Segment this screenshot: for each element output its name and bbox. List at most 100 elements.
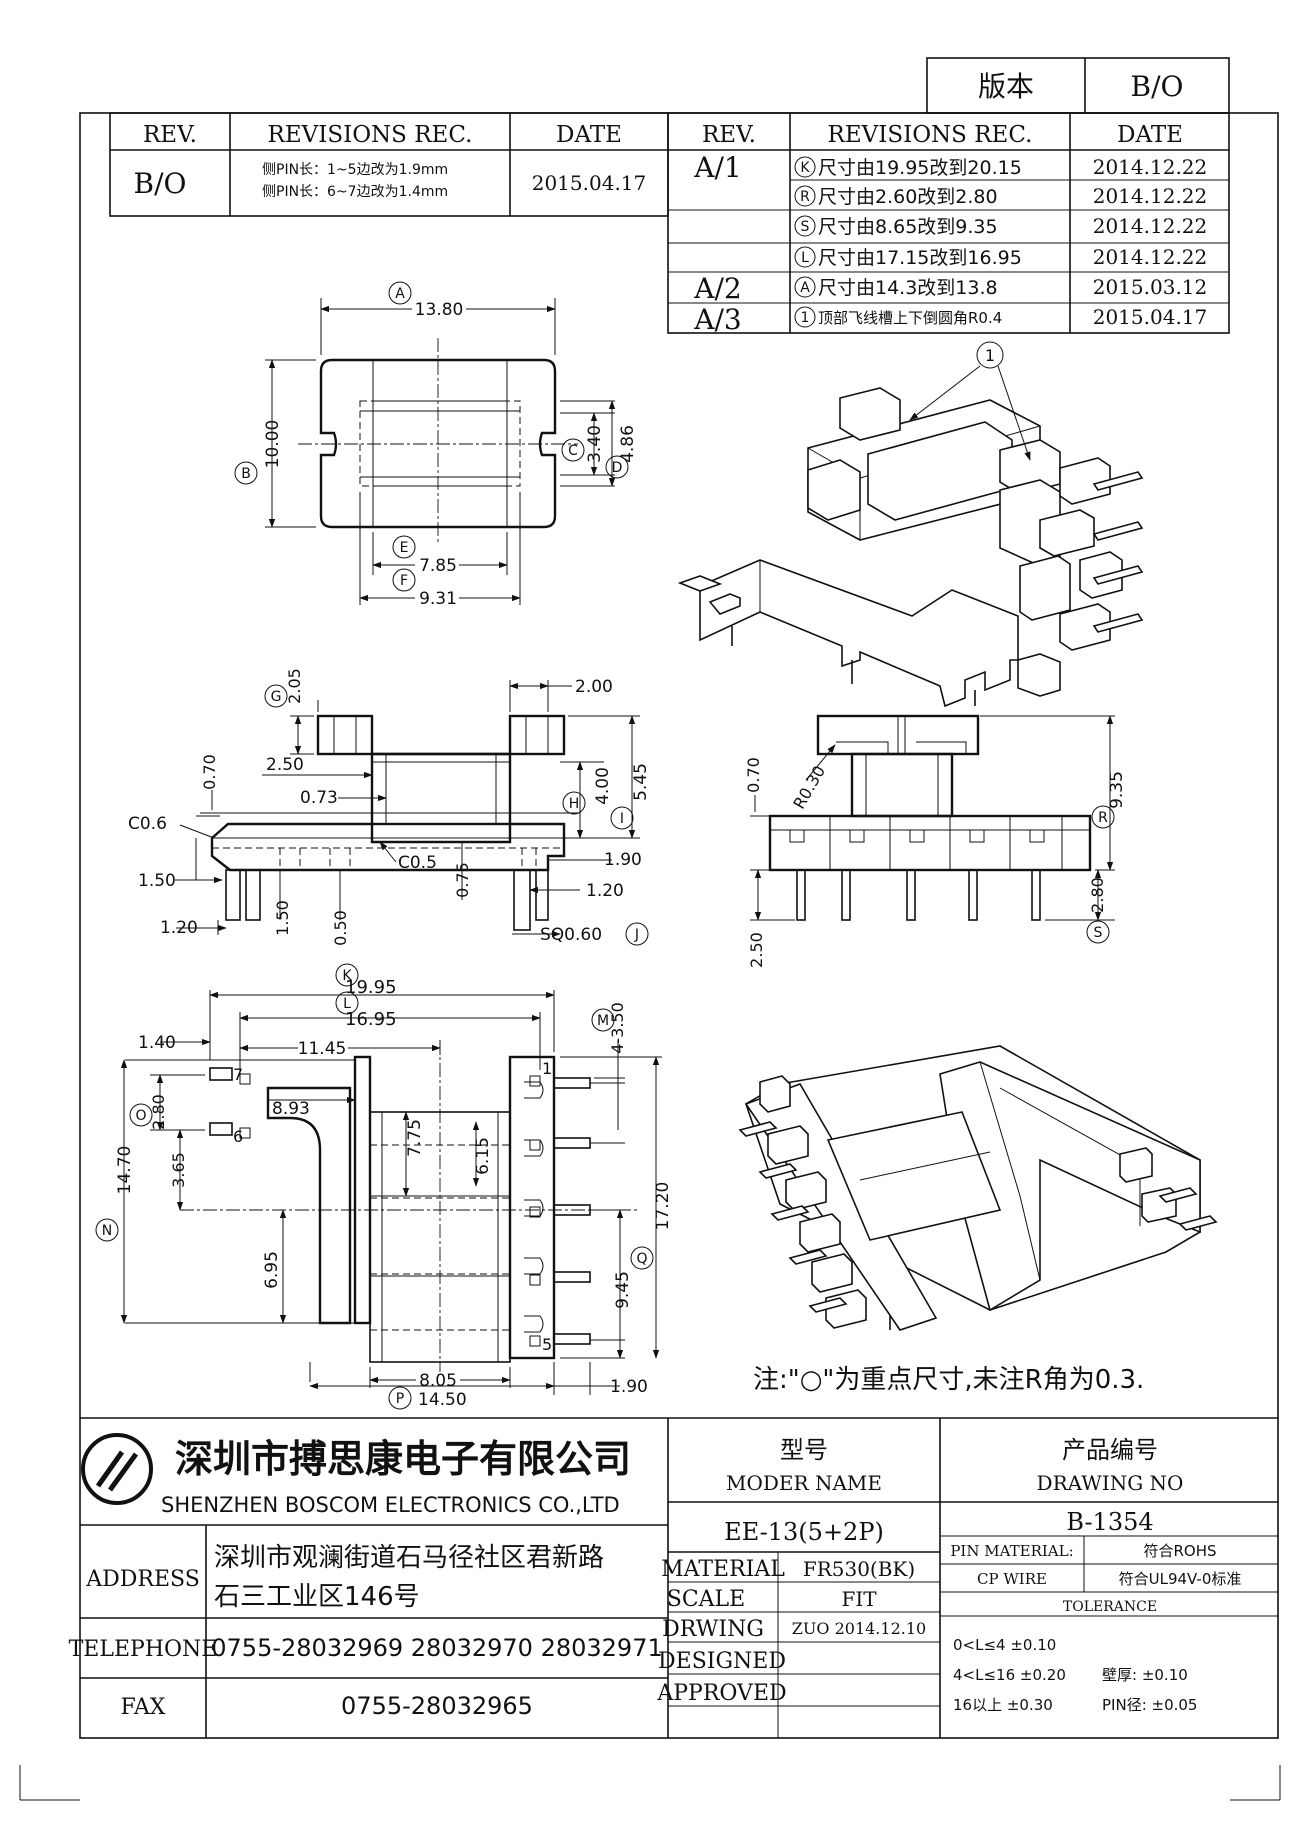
dim-2-80-front: 2.80 bbox=[1088, 877, 1107, 913]
dim-14-50: 14.50 bbox=[418, 1390, 467, 1410]
version-value: B/O bbox=[1131, 70, 1184, 103]
marker-n: N bbox=[102, 1223, 112, 1239]
rev-rec-r: 尺寸由2.60改到2.80 bbox=[818, 186, 998, 208]
designed-label: DESIGNED bbox=[658, 1649, 786, 1674]
dim-1-20-left: 1.20 bbox=[160, 918, 198, 938]
marker-c: C bbox=[568, 443, 578, 459]
dim-0-75: 0.75 bbox=[453, 862, 472, 898]
drawing-no-value: B-1354 bbox=[1066, 1508, 1153, 1536]
left-rev-header-rec: REVISIONS REC. bbox=[268, 122, 473, 148]
dim-19-95: 19.95 bbox=[345, 977, 397, 998]
rev-marker-l: L bbox=[801, 250, 809, 266]
right-rev-row-6: 1 顶部飞线槽上下倒圆角R0.4 2015.04.17 bbox=[794, 305, 1208, 329]
dim-1-50: 1.50 bbox=[138, 871, 176, 891]
isometric-view-top bbox=[677, 387, 1144, 708]
dim-6-95: 6.95 bbox=[262, 1251, 282, 1289]
dim-10-00: 10.00 bbox=[263, 420, 283, 469]
rev-rec-a: 尺寸由14.3改到13.8 bbox=[818, 277, 998, 299]
company-name-cn: 深圳市搏思康电子有限公司 bbox=[175, 1437, 631, 1481]
dim-3-65: 3.65 bbox=[169, 1152, 188, 1188]
cp-wire-value: 符合UL94V-0标准 bbox=[1119, 1570, 1242, 1588]
front-view: 0.70 R0.30 9.35 R 2.80 S 2.50 bbox=[744, 714, 1127, 968]
marker-e: E bbox=[400, 540, 409, 556]
left-rev-row-rec1: 侧PIN长：1~5边改为1.9mm bbox=[262, 162, 448, 178]
dim-1-20-right: 1.20 bbox=[586, 881, 624, 901]
drawing-label-en: DRAWING NO bbox=[1037, 1471, 1184, 1495]
rev-marker-k: K bbox=[800, 160, 810, 176]
address-line-2: 石三工业区146号 bbox=[214, 1582, 420, 1612]
right-rev-row-4: L 尺寸由17.15改到16.95 2014.12.22 bbox=[794, 245, 1208, 269]
marker-q: Q bbox=[636, 1251, 647, 1267]
sheet-frame bbox=[19, 112, 1281, 1801]
dim-1-40: 1.40 bbox=[138, 1033, 176, 1053]
dim-16-95: 16.95 bbox=[345, 1009, 397, 1030]
dim-11-45: 11.45 bbox=[298, 1039, 347, 1059]
company-logo bbox=[81, 1433, 153, 1505]
rev-date-1: 2015.04.17 bbox=[1093, 305, 1208, 329]
left-rev-header-date: DATE bbox=[556, 122, 622, 148]
marker-l: L bbox=[343, 996, 351, 1012]
fax-value: 0755-28032965 bbox=[341, 1692, 533, 1720]
model-label-en: MODER NAME bbox=[726, 1471, 882, 1495]
tolerance-line-3: 16以上 ±0.30 bbox=[953, 1696, 1053, 1714]
right-rev-row-3: S 尺寸由8.65改到9.35 2014.12.22 bbox=[794, 214, 1207, 238]
right-rev-header-date: DATE bbox=[1117, 122, 1183, 148]
title-block: 深圳市搏思康电子有限公司 SHENZHEN BOSCOM ELECTRONICS… bbox=[69, 1417, 1278, 1738]
marker-i: I bbox=[620, 811, 624, 827]
marker-h: H bbox=[569, 796, 580, 812]
right-rev-a2: A/2 bbox=[693, 272, 741, 305]
rev-rec-s: 尺寸由8.65改到9.35 bbox=[818, 216, 998, 238]
material-value: FR530(BK) bbox=[803, 1557, 915, 1581]
approved-label: APPROVED bbox=[656, 1681, 786, 1706]
address-line-1: 深圳市观澜街道石马径社区君新路 bbox=[214, 1543, 604, 1573]
rev-marker-1: 1 bbox=[801, 310, 810, 326]
wall-tolerance: 壁厚: ±0.10 bbox=[1102, 1666, 1188, 1684]
dim-9-31: 9.31 bbox=[419, 589, 457, 609]
dim-5-45: 5.45 bbox=[631, 763, 651, 801]
marker-j: J bbox=[634, 927, 639, 943]
address-label: ADDRESS bbox=[85, 1567, 200, 1592]
marker-p: P bbox=[396, 1391, 404, 1407]
marker-r: R bbox=[1098, 810, 1108, 826]
rev-date-l: 2014.12.22 bbox=[1093, 245, 1208, 269]
note-text: 注:"○"为重点尺寸,未注R角为0.3. bbox=[753, 1365, 1144, 1395]
dim-0-50: 0.50 bbox=[331, 910, 350, 946]
dim-6-15: 6.15 bbox=[473, 1137, 493, 1175]
dim-1-50-v: 1.50 bbox=[273, 900, 292, 936]
dim-9-35: 9.35 bbox=[1107, 771, 1127, 809]
dim-17-20: 17.20 bbox=[653, 1182, 673, 1231]
dim-7-75: 7.75 bbox=[405, 1119, 425, 1157]
telephone-value: 0755-28032969 28032970 28032971 bbox=[211, 1634, 662, 1662]
rev-marker-s: S bbox=[801, 219, 810, 235]
right-rev-row-2: R 尺寸由2.60改到2.80 2014.12.22 bbox=[794, 184, 1207, 208]
rev-marker-r: R bbox=[800, 189, 810, 205]
model-label-cn: 型号 bbox=[780, 1436, 828, 1464]
pin-1-label: 1 bbox=[542, 1059, 552, 1078]
rev-date-k: 2014.12.22 bbox=[1093, 155, 1208, 179]
dim-1-90: 1.90 bbox=[604, 850, 642, 870]
marker-d: D bbox=[612, 460, 623, 476]
marker-o: O bbox=[135, 1108, 146, 1124]
left-revision-table: REV. REVISIONS REC. DATE B/O 侧PIN长：1~5边改… bbox=[109, 112, 669, 217]
dim-2-50-front: 2.50 bbox=[747, 932, 766, 968]
fax-label: FAX bbox=[121, 1695, 166, 1720]
marker-b: B bbox=[241, 466, 251, 482]
left-rev-header-rev: REV. bbox=[143, 122, 197, 148]
version-box: 版本 B/O bbox=[926, 57, 1230, 114]
company-name-en: SHENZHEN BOSCOM ELECTRONICS CO.,LTD bbox=[161, 1493, 620, 1517]
marker-g: G bbox=[271, 689, 282, 705]
material-label: MATERIAL bbox=[661, 1557, 785, 1582]
rev-rec-k: 尺寸由19.95改到20.15 bbox=[818, 157, 1022, 179]
dim-0-70: 0.70 bbox=[200, 754, 219, 790]
dim-sq0-60: SQ0.60 bbox=[540, 925, 602, 945]
model-value: EE-13(5+2P) bbox=[724, 1518, 884, 1546]
right-rev-row-1: K 尺寸由19.95改到20.15 2014.12.22 bbox=[794, 155, 1208, 179]
dim-2-05: 2.05 bbox=[285, 668, 304, 704]
telephone-label: TELEPHONE bbox=[69, 1637, 218, 1662]
rev-rec-1: 顶部飞线槽上下倒圆角R0.4 bbox=[818, 309, 1002, 327]
scale-value: FIT bbox=[841, 1587, 877, 1611]
side-view: 2.05 G 2.00 2.50 0.73 0.70 C0.6 1.50 1.2… bbox=[128, 668, 651, 946]
right-rev-a1: A/1 bbox=[693, 151, 741, 184]
dim-1-90-bottom: 1.90 bbox=[610, 1377, 648, 1397]
dim-r0-30: R0.30 bbox=[789, 762, 829, 812]
